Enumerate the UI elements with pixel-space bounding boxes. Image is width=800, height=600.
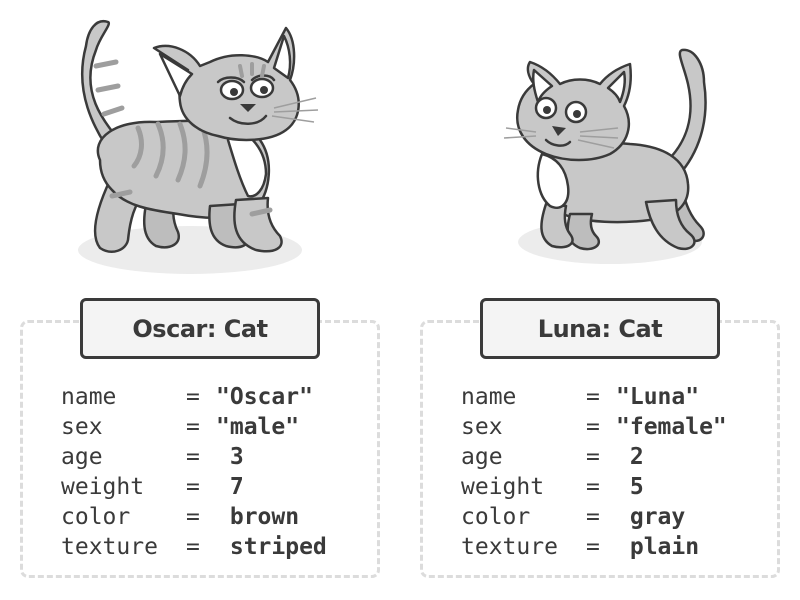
attribute-key: texture xyxy=(61,534,158,560)
luna-cat-illustration xyxy=(503,48,707,264)
attribute-value: "female" xyxy=(616,414,727,440)
attribute-equals: = xyxy=(186,384,200,410)
attribute-key: name xyxy=(61,384,117,410)
oscar-object-title: Oscar: Cat xyxy=(80,298,320,359)
luna-object-title: Luna: Cat xyxy=(480,298,720,359)
attribute-value: plain xyxy=(616,534,700,560)
attribute-equals: = xyxy=(586,384,600,410)
attribute-equals: = xyxy=(586,504,600,530)
attribute-value: striped xyxy=(216,534,327,560)
attribute-key: color xyxy=(61,504,131,530)
attribute-equals: = xyxy=(586,414,600,440)
attribute-key: weight xyxy=(461,474,545,500)
attribute-value: 2 xyxy=(616,444,644,470)
attribute-row: sex = "male" xyxy=(61,412,327,442)
attribute-row: weight = 5 xyxy=(461,472,727,502)
oscar-title-text: Oscar: Cat xyxy=(132,314,268,343)
oscar-attribute-list: name = "Oscar" sex = "male" age = 3 weight = 7… xyxy=(61,382,327,562)
attribute-equals: = xyxy=(186,414,200,440)
attribute-equals: = xyxy=(186,474,200,500)
attribute-key: sex xyxy=(461,414,503,440)
attribute-row: weight = 7 xyxy=(61,472,327,502)
attribute-key: age xyxy=(61,444,103,470)
attribute-equals: = xyxy=(186,504,200,530)
attribute-key: name xyxy=(461,384,517,410)
attribute-value: 3 xyxy=(216,444,244,470)
attribute-row: name = "Oscar" xyxy=(61,382,327,412)
attribute-row: texture = plain xyxy=(461,532,727,562)
attribute-equals: = xyxy=(586,534,600,560)
attribute-equals: = xyxy=(186,534,200,560)
attribute-row: sex = "female" xyxy=(461,412,727,442)
attribute-key: color xyxy=(461,504,531,530)
luna-title-text: Luna: Cat xyxy=(537,314,663,343)
attribute-equals: = xyxy=(586,474,600,500)
attribute-value: gray xyxy=(616,504,686,530)
attribute-value: 7 xyxy=(216,474,244,500)
attribute-value: "male" xyxy=(216,414,300,440)
luna-attribute-list: name = "Luna" sex = "female" age = 2 weight = … xyxy=(461,382,727,562)
attribute-equals: = xyxy=(586,444,600,470)
attribute-row: age = 2 xyxy=(461,442,727,472)
attribute-row: color = gray xyxy=(461,502,727,532)
attribute-row: texture = striped xyxy=(61,532,327,562)
attribute-key: sex xyxy=(61,414,103,440)
attribute-value: brown xyxy=(216,504,300,530)
oscar-cat-illustration xyxy=(78,19,319,274)
attribute-equals: = xyxy=(186,444,200,470)
attribute-row: name = "Luna" xyxy=(461,382,727,412)
attribute-row: age = 3 xyxy=(61,442,327,472)
attribute-key: texture xyxy=(461,534,558,560)
attribute-key: age xyxy=(461,444,503,470)
attribute-key: weight xyxy=(61,474,145,500)
attribute-value: "Luna" xyxy=(616,384,700,410)
attribute-row: color = brown xyxy=(61,502,327,532)
attribute-value: "Oscar" xyxy=(216,384,313,410)
attribute-value: 5 xyxy=(616,474,644,500)
